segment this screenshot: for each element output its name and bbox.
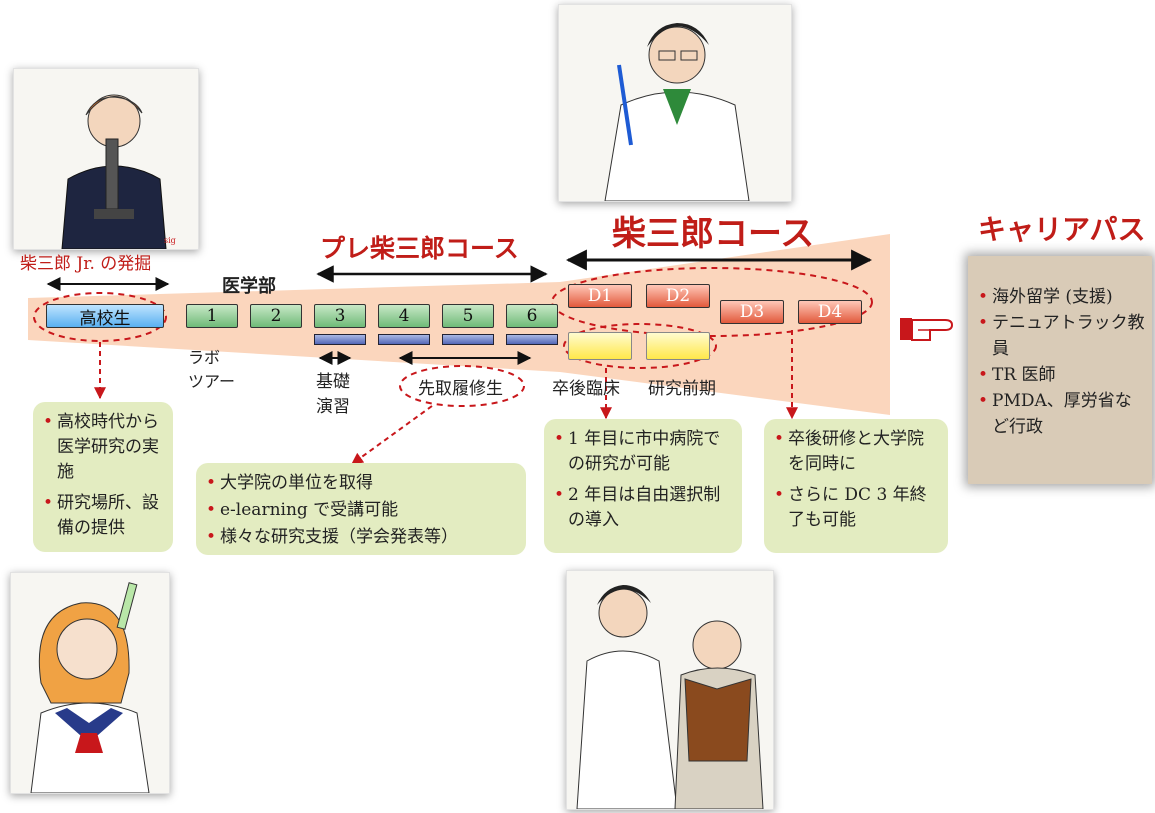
career-item: テニュアトラック教員 <box>978 310 1146 362</box>
career-path-box: 海外留学 (支援) テニュアトラック教員 TR 医師 PMDA、厚労省など行政 <box>968 256 1152 484</box>
postgrad-clinical-label: 卒後臨床 <box>552 379 620 399</box>
d3-box: D3 <box>720 300 784 324</box>
high-school-note: 高校時代から医学研究の実施 研究場所、設備の提供 <box>33 402 173 552</box>
career-item: 海外留学 (支援) <box>978 284 1146 310</box>
advance-ellipse <box>399 365 525 407</box>
year-5-box: 5 <box>442 304 494 328</box>
yellow-ellipse <box>563 323 717 369</box>
note-item: 様々な研究支援（学会発表等） <box>206 525 516 550</box>
note-item: 卒後研修と大学院を同時に <box>774 427 938 477</box>
lab-tour-label: ラボ ツアー <box>188 348 236 391</box>
career-path-title: キャリアパス <box>978 213 1146 246</box>
basic-practice-label: 基礎 演習 <box>316 372 350 417</box>
student-test-tube-illustration <box>10 572 170 794</box>
pre-research-label: 研究前期 <box>648 379 716 399</box>
high-school-ellipse <box>33 292 167 342</box>
jr-discovery-title: 柴三郎 Jr. の発掘 <box>20 254 152 274</box>
svg-text:sig: sig <box>164 236 176 245</box>
researcher-pipette-illustration <box>558 4 792 202</box>
career-item: TR 医師 <box>978 362 1146 388</box>
note-item: e-learning で受講可能 <box>206 498 516 523</box>
year-3-box: 3 <box>314 304 366 328</box>
note-item: さらに DC 3 年終了も可能 <box>774 483 938 533</box>
postgrad-note: 卒後研修と大学院を同時に さらに DC 3 年終了も可能 <box>764 419 948 553</box>
note-item: 2 年目は自由選択制の導入 <box>554 483 732 533</box>
basic-bar-4 <box>378 334 430 345</box>
year-2-box: 2 <box>250 304 302 328</box>
medical-school-label: 医学部 <box>222 276 276 297</box>
clinical-year-1-box <box>568 332 632 360</box>
year-1-box: 1 <box>186 304 238 328</box>
pointing-hand-icon <box>900 318 954 341</box>
note-item: 研究場所、設備の提供 <box>43 491 163 541</box>
pre-course-title: プレ柴三郎コース <box>320 234 519 263</box>
note-item: 大学院の単位を取得 <box>206 471 516 496</box>
basic-bar-3 <box>314 334 366 345</box>
advance-enrollment-label: 先取履修生 <box>418 379 503 399</box>
d1-box: D1 <box>568 284 632 308</box>
note-item: 高校時代から医学研究の実施 <box>43 410 163 485</box>
advance-note: 大学院の単位を取得 e-learning で受講可能 様々な研究支援（学会発表等… <box>196 463 526 555</box>
basic-bar-6 <box>506 334 558 345</box>
d2-box: D2 <box>646 284 710 308</box>
clinical-year-2-box <box>646 332 710 360</box>
high-school-box: 高校生 <box>46 304 164 329</box>
connector-advance <box>351 405 433 465</box>
doctor-patient-illustration <box>566 570 774 810</box>
main-course-title: 柴三郎コース <box>612 214 815 254</box>
year-4-box: 4 <box>378 304 430 328</box>
basic-bar-5 <box>442 334 494 345</box>
student-microscope-illustration: sig <box>13 68 199 250</box>
doctoral-ellipse <box>551 267 873 337</box>
d4-box: D4 <box>798 300 862 324</box>
note-item: 1 年目に市中病院での研究が可能 <box>554 427 732 477</box>
year-6-box: 6 <box>506 304 558 328</box>
career-item: PMDA、厚労省など行政 <box>978 388 1146 440</box>
clinical-note: 1 年目に市中病院での研究が可能 2 年目は自由選択制の導入 <box>544 419 742 553</box>
